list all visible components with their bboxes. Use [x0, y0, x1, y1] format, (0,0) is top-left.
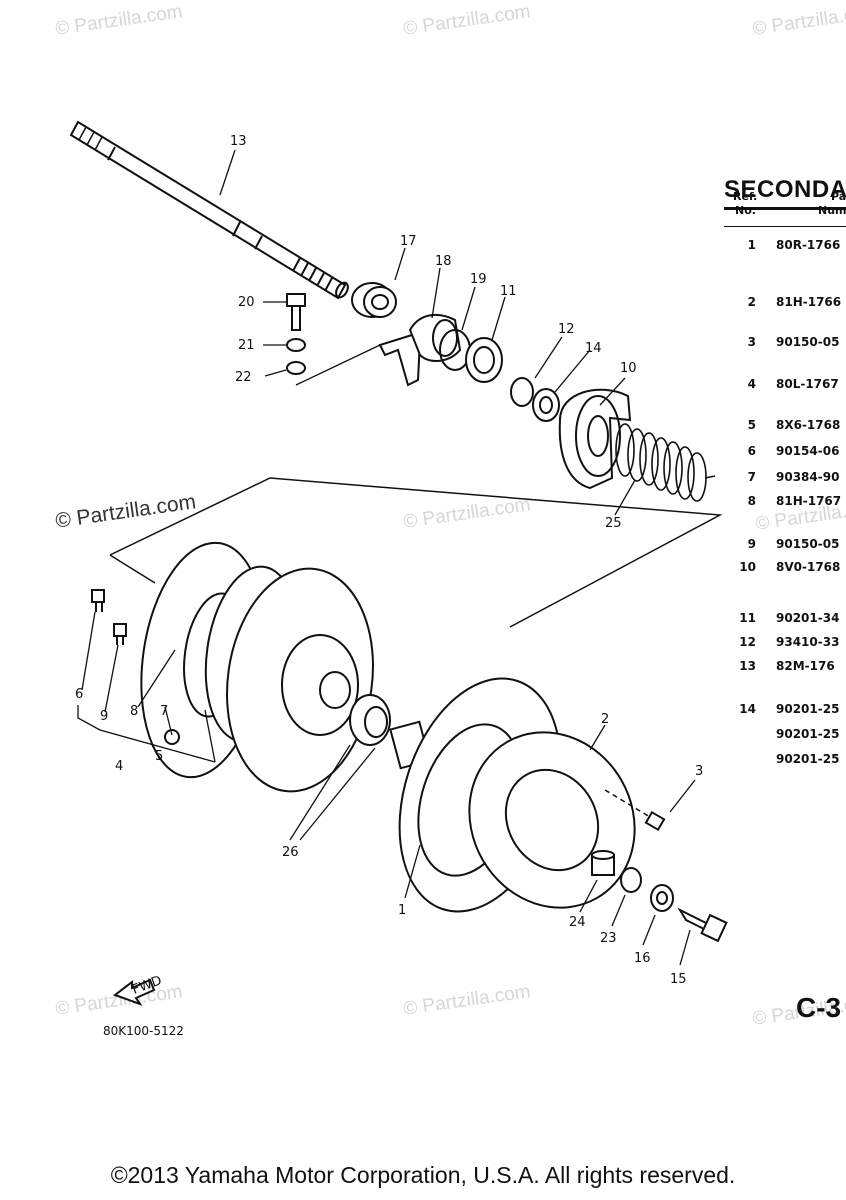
bracket — [378, 313, 462, 387]
bolt — [677, 907, 728, 943]
callout-13: 13 — [230, 134, 247, 149]
callout-4: 4 — [115, 759, 123, 774]
callout-8: 8 — [130, 704, 138, 719]
washer — [286, 338, 306, 352]
callout-25: 25 — [605, 516, 622, 531]
callout-12: 12 — [558, 322, 575, 337]
washer — [510, 377, 534, 407]
callout-15: 15 — [670, 972, 687, 987]
copyright-notice: ©2013 Yamaha Motor Corporation, U.S.A. A… — [110, 1162, 736, 1188]
collar — [349, 694, 391, 746]
title-rule — [724, 207, 846, 210]
col-part-header: Pa — [831, 190, 846, 203]
callout-20: 20 — [238, 295, 255, 310]
section-title: SECONDA — [724, 176, 846, 203]
bushing — [591, 850, 615, 876]
bearing — [351, 282, 397, 318]
spring — [615, 423, 716, 502]
callout-21: 21 — [238, 338, 255, 353]
bolt — [286, 293, 306, 331]
washer — [532, 388, 560, 422]
screw — [113, 623, 127, 645]
movable-sheave — [204, 565, 374, 793]
washer — [650, 884, 674, 912]
assembly-box — [109, 477, 723, 628]
callout-26: 26 — [282, 845, 299, 860]
callout-14: 14 — [585, 341, 602, 356]
callout-1: 1 — [398, 903, 406, 918]
fwd-arrow-icon — [112, 978, 156, 1006]
col-ref-header: Ref. — [733, 190, 758, 203]
callout-22: 22 — [235, 370, 252, 385]
col-no-header: No. — [735, 204, 756, 217]
callout-6: 6 — [75, 687, 83, 702]
callout-10: 10 — [620, 361, 637, 376]
screw — [644, 810, 666, 832]
nut — [164, 729, 180, 745]
figure-code: 80K100-5122 — [103, 1024, 184, 1038]
callout-5: 5 — [155, 749, 163, 764]
callout-2: 2 — [601, 712, 609, 727]
leader-lines — [77, 149, 696, 966]
callout-3: 3 — [695, 764, 703, 779]
callout-18: 18 — [435, 254, 452, 269]
secondary-shaft — [69, 120, 349, 300]
header-rule — [724, 226, 846, 227]
cam — [558, 388, 632, 490]
callout-11: 11 — [500, 284, 517, 299]
callout-9: 9 — [100, 709, 108, 724]
callout-24: 24 — [569, 915, 586, 930]
callout-19: 19 — [470, 272, 487, 287]
callout-7: 7 — [160, 704, 168, 719]
callout-17: 17 — [400, 234, 417, 249]
washer — [286, 361, 306, 375]
col-number-header: Num — [818, 204, 846, 217]
screw — [91, 589, 105, 612]
page-label: C-3 — [796, 992, 842, 1023]
callout-16: 16 — [634, 951, 651, 966]
callout-23: 23 — [600, 931, 617, 946]
washer — [465, 337, 503, 383]
washer — [620, 867, 642, 893]
